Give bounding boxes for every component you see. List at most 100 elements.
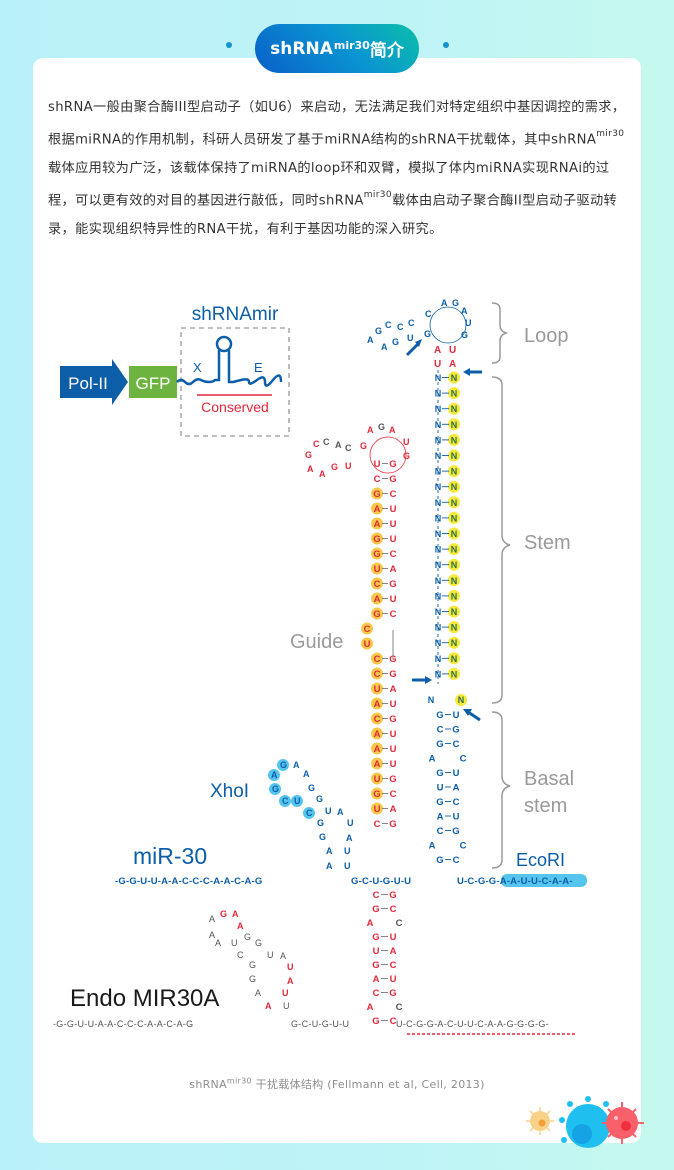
svg-text:A: A <box>319 469 326 479</box>
intro-sup-1: mir30 <box>596 129 625 140</box>
svg-text:U: U <box>294 796 301 806</box>
svg-text:U: U <box>403 437 410 447</box>
nucleotide: A <box>429 841 436 852</box>
svg-text:C: C <box>425 309 432 319</box>
label-endo: Endo MIR30A <box>70 985 219 1012</box>
nucleotide: C <box>396 918 403 929</box>
nucleotide: N <box>451 576 458 586</box>
nucleotide: A <box>390 684 397 695</box>
conserved-label: Conserved <box>201 399 269 415</box>
virus-blue-icon <box>559 1096 610 1148</box>
nucleotide: C <box>373 988 380 999</box>
figure-caption: shRNAmir30 干扰载体结构 (Fellmann et al, Cell,… <box>0 1076 674 1092</box>
svg-text:A: A <box>287 976 294 986</box>
nucleotide: U <box>374 564 381 575</box>
nucleotide: N <box>458 695 465 705</box>
nucleotide: G <box>389 890 396 901</box>
svg-text:G: G <box>316 794 323 804</box>
decor-dot-right <box>443 42 449 48</box>
nucleotide: N <box>451 482 458 492</box>
nucleotide: N <box>435 482 442 492</box>
mir30-flank-5p: -G-G-U-U-A-A-C-C-C-A-A-C-A-G <box>115 876 263 887</box>
svg-text:U: U <box>449 345 456 356</box>
promoter-arrow <box>60 359 128 405</box>
svg-text:A: A <box>255 988 261 998</box>
nucleotide: G <box>373 609 380 620</box>
arrow-loop-left <box>405 341 421 357</box>
intro-text-3: 载体由启动子聚合酶II型启动子驱动转录，能实现组织特异性的RNA干扰，有利于基因… <box>48 193 618 237</box>
svg-text:G: G <box>249 974 256 984</box>
title-sup: mir30 <box>333 39 370 52</box>
svg-text:U: U <box>344 861 351 871</box>
caption-sup: mir30 <box>226 1076 252 1086</box>
caption-main: shRNA <box>189 1078 227 1091</box>
svg-text:G: G <box>461 330 468 340</box>
caption-rest: 干扰载体结构 (Fellmann et al, Cell, 2013) <box>251 1078 485 1091</box>
svg-text:G: G <box>452 298 459 308</box>
nucleotide: U <box>437 783 444 794</box>
intro-sup-2: mir30 <box>363 190 392 201</box>
nucleotide: A <box>437 812 444 823</box>
gfp-box <box>129 366 177 398</box>
label-mir30: miR-30 <box>133 843 207 869</box>
nucleotide: C <box>390 960 397 971</box>
svg-text:A: A <box>303 769 310 779</box>
nucleotide: G <box>436 797 443 808</box>
promoter-label: Pol-II <box>68 374 108 393</box>
nucleotide: G <box>389 988 396 999</box>
nucleotide: G <box>389 819 396 830</box>
nucleotide: N <box>451 513 458 523</box>
intro-text-1: shRNA一般由聚合酶III型启动子（如U6）来启动，无法满足我们对特定组织中基… <box>48 100 626 148</box>
svg-text:G: G <box>249 960 256 970</box>
decor-dot-left <box>226 42 232 48</box>
svg-text:A: A <box>346 833 353 843</box>
svg-text:C: C <box>306 808 313 818</box>
nucleotide: U <box>364 639 371 650</box>
nucleotide: U <box>390 759 397 770</box>
svg-text:G: G <box>305 450 312 460</box>
construct-title: shRNAmir <box>192 304 279 325</box>
nucleotide: G <box>373 489 380 500</box>
nucleotide: U <box>390 729 397 740</box>
nucleotide: C <box>364 624 371 635</box>
label-guide: Guide <box>290 631 343 653</box>
svg-text:C: C <box>282 796 289 806</box>
svg-text:G: G <box>375 326 382 336</box>
endo-flank-5p: -G-G-U-U-A-A-C-C-C-A-A-C-A-G <box>53 1019 193 1029</box>
nucleotide: C <box>453 739 460 750</box>
nucleotide: N <box>435 591 442 601</box>
label-stem: Stem <box>524 532 571 554</box>
nucleotide: C <box>453 855 460 866</box>
svg-text:U: U <box>434 359 441 370</box>
nucleotide: N <box>451 404 458 414</box>
nucleotide: C <box>374 579 381 590</box>
nucleotide: N <box>435 669 442 679</box>
svg-text:A: A <box>367 335 374 345</box>
nucleotide: G <box>436 855 443 866</box>
label-basal-2: stem <box>524 795 567 817</box>
nucleotide: A <box>374 759 381 770</box>
svg-text:G: G <box>424 329 431 339</box>
nucleotide: N <box>451 545 458 555</box>
nucleotide: U <box>390 932 397 943</box>
nucleotide: C <box>390 1016 397 1027</box>
nucleotide: C <box>374 819 381 830</box>
svg-text:G: G <box>280 760 287 770</box>
svg-text:A: A <box>449 359 456 370</box>
svg-text:A: A <box>215 938 221 948</box>
nucleotide: N <box>435 560 442 570</box>
svg-text:A: A <box>326 861 333 871</box>
svg-text:A: A <box>209 930 215 940</box>
svg-text:A: A <box>367 425 374 435</box>
virus-decoration-icon <box>526 1096 644 1148</box>
svg-text:A: A <box>335 440 342 450</box>
nucleotide: C <box>390 609 397 620</box>
nucleotide: G <box>373 549 380 560</box>
stem-n-pairs: NNNNNNNNNNNNNNNNNNNNNNNNNNNNNNNNNNNNNNNN… <box>428 370 467 706</box>
nucleotide: A <box>390 564 397 575</box>
svg-text:U: U <box>465 318 472 328</box>
